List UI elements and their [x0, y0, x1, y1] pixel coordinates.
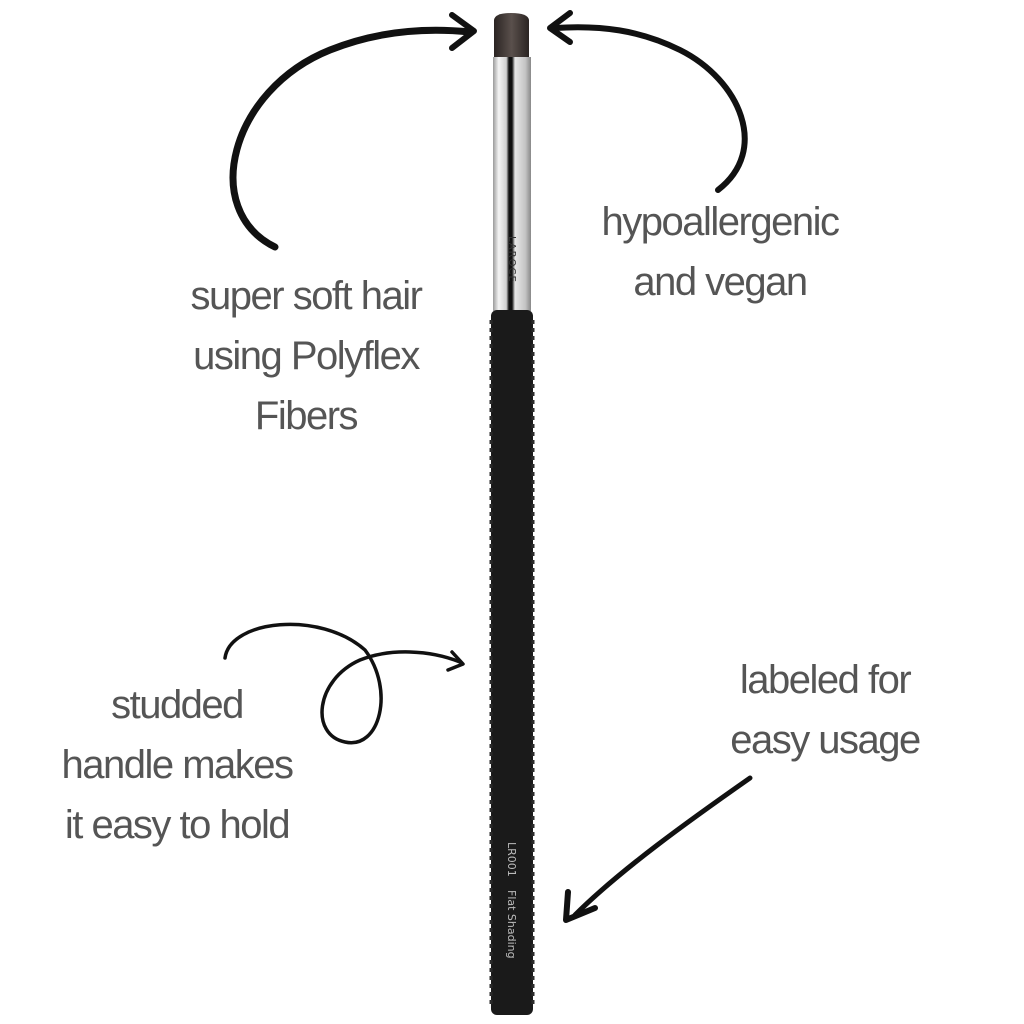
- brush-brand-label: LAROCE: [506, 236, 517, 283]
- arrow-hair: [229, 26, 474, 251]
- brush-hair: [494, 13, 529, 57]
- arrow-handle: [223, 622, 462, 745]
- callout-line: and vegan: [633, 260, 808, 304]
- brush-code-label: LR001: [505, 842, 518, 877]
- callout-line: easy usage: [730, 718, 921, 762]
- callout-line: hypoallergenic: [601, 200, 840, 244]
- callout-line: Fibers: [254, 394, 359, 438]
- callout-line: it easy to hold: [64, 803, 291, 847]
- arrow-label: [572, 775, 753, 918]
- callout-hypoallergenic: hypoallergenic and vegan: [540, 192, 900, 312]
- brush-name-label: Flat Shading: [505, 890, 518, 959]
- brush-ferrule: [493, 57, 531, 311]
- callout-soft-hair: super soft hair using Polyflex Fibers: [126, 266, 486, 446]
- callout-labeled: labeled for easy usage: [645, 650, 1005, 770]
- callout-line: labeled for: [739, 658, 912, 702]
- callout-line: using Polyflex: [193, 334, 420, 378]
- callout-line: studded: [111, 683, 244, 727]
- callout-studded-handle: studded handle makes it easy to hold: [0, 675, 357, 855]
- brush-handle: [491, 310, 533, 1015]
- callout-line: handle makes: [61, 743, 294, 787]
- callout-line: super soft hair: [190, 274, 423, 318]
- arrow-hypo: [552, 24, 748, 193]
